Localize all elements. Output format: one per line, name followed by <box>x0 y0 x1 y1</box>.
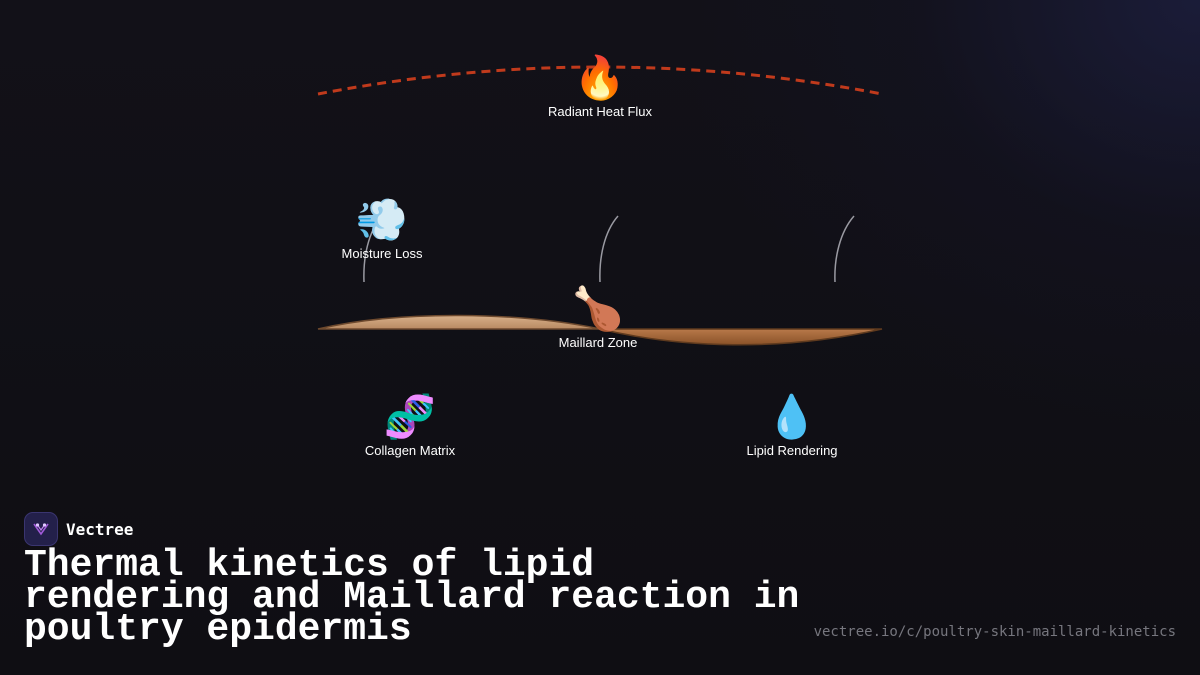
node-label: Lipid Rendering <box>746 443 838 458</box>
source-url: vectree.io/c/poultry-skin-maillard-kinet… <box>813 624 1176 640</box>
node-lipid-rendering: 💧 Lipid Rendering <box>746 393 837 459</box>
droplet-icon: 💧 <box>765 392 819 441</box>
fire-icon: 🔥 <box>573 53 627 102</box>
brand: Vectree <box>24 512 133 546</box>
steam-wisp-right <box>834 215 855 283</box>
node-radiant-heat-flux: 🔥 Radiant Heat Flux <box>548 54 652 120</box>
skin-layer-raw <box>317 314 601 330</box>
brand-name: Vectree <box>66 519 134 539</box>
heat-flux-arc <box>317 65 883 96</box>
dna-icon: 🧬 <box>383 392 437 441</box>
node-label: Maillard Zone <box>558 335 638 350</box>
page-title: Thermal kinetics of lipid rendering and … <box>24 544 800 651</box>
skin-layer-browned <box>599 328 883 346</box>
node-moisture-loss: 💨 Moisture Loss <box>342 196 423 262</box>
steam-puff-icon: 💨 <box>355 195 409 244</box>
node-maillard-zone: 🍗 Maillard Zone <box>559 285 638 351</box>
node-label: Moisture Loss <box>341 246 423 261</box>
poultry-leg-icon: 🍗 <box>571 284 625 333</box>
steam-wisp-left <box>363 215 383 283</box>
node-label: Radiant Heat Flux <box>547 104 653 119</box>
node-collagen-matrix: 🧬 Collagen Matrix <box>365 393 455 459</box>
vectree-logo-icon <box>24 512 58 546</box>
steam-wisp-center <box>599 215 619 283</box>
node-label: Collagen Matrix <box>364 443 456 458</box>
